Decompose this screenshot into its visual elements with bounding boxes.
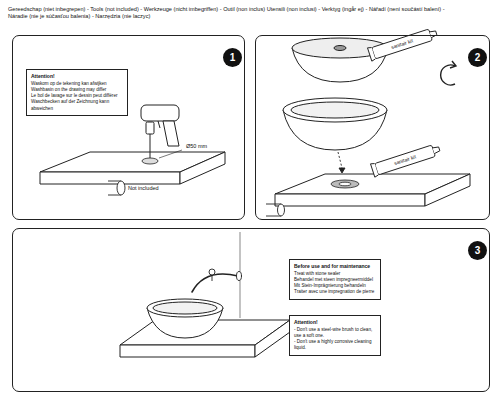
drill-tool <box>141 105 179 158</box>
washbasin <box>147 299 223 317</box>
box-text: Mit Stein-Imprägnierung behandeln <box>294 283 376 289</box>
sanitair-tube <box>433 146 441 154</box>
countertop-slab <box>40 152 225 184</box>
sanitair-tube <box>368 47 376 62</box>
faucet <box>192 274 238 292</box>
tap-knob <box>209 269 215 281</box>
drill-tool <box>158 121 160 128</box>
box-text: Le bol de lavage sur le dessin peut diff… <box>31 93 123 99</box>
step-panel: Before use and for maintenanceTreat with… <box>12 228 490 392</box>
drain-ring <box>331 180 359 188</box>
rotation-arrow <box>441 65 455 85</box>
countertop-slab <box>120 345 255 357</box>
box-text: Washbasin on the drawing may differ <box>31 87 123 93</box>
attention-box: Attention!Waskom op de tekening kan afwi… <box>26 69 128 116</box>
step-number: 2 <box>468 48 487 67</box>
box-heading: Before use and for maintenance <box>294 263 376 270</box>
box-text: Waskom op de tekening kan afwijken <box>31 81 123 87</box>
rotation-arrow <box>450 61 456 68</box>
countertop-slab <box>425 174 470 206</box>
maintenance-box: Before use and for maintenanceTreat with… <box>289 259 381 300</box>
step-panel: Attention!Waskom op de tekening kan afwi… <box>12 35 245 220</box>
sanitair-tube <box>371 142 442 177</box>
box-heading: Attention! <box>31 73 123 80</box>
countertop-slab <box>275 174 470 206</box>
washbasin <box>147 299 223 338</box>
sanitair-tube <box>371 163 379 178</box>
countertop-slab <box>275 194 425 206</box>
leader-line <box>159 150 182 158</box>
drill-tool <box>150 134 151 158</box>
drill-hole <box>142 158 158 164</box>
washbasin <box>283 98 387 150</box>
drain-ring <box>339 182 351 186</box>
drain-pipe <box>278 204 285 216</box>
mounting-arrow <box>339 168 345 173</box>
box-text: Behandel met steen impregneermiddel <box>294 277 376 283</box>
dimension-label: Ø50 mm <box>186 143 226 150</box>
sanitair-tube <box>368 26 439 61</box>
drain-pipe <box>266 204 285 216</box>
basin-lid <box>292 38 388 82</box>
rotation-arrow <box>441 61 456 85</box>
drill-tool <box>163 121 179 146</box>
washbasin <box>291 102 379 118</box>
countertop-slab <box>180 152 225 184</box>
tap-knob <box>212 275 213 281</box>
countertop-slab <box>255 320 290 357</box>
sanitair-tube <box>368 26 439 61</box>
drill-hole <box>142 158 158 164</box>
tools-header: Gereedschap (niet inbegrepen) - Tools (n… <box>8 6 448 21</box>
box-text: Waschbecken auf der Zeichnung kann abwei… <box>31 99 123 111</box>
step-number: 3 <box>468 241 487 260</box>
drill-tool <box>146 122 154 134</box>
box-text: - Don't use a highly corrosive cleaning … <box>294 339 376 351</box>
countertop-slab <box>40 172 180 184</box>
washbasin <box>153 302 217 314</box>
box-text: Treat with stone sealer <box>294 271 376 277</box>
attention-box: Attention!- Don't use a steel-wire brush… <box>289 315 381 356</box>
drain-pipe <box>117 181 125 195</box>
mounting-arrow <box>338 152 345 173</box>
step-number: 1 <box>223 48 242 67</box>
drain-pipe <box>108 181 125 195</box>
box-heading: Attention! <box>294 319 376 326</box>
note-label: Not included <box>128 185 168 192</box>
drill-tool <box>141 105 179 121</box>
sanitair-tube <box>375 145 436 175</box>
faucet <box>237 272 242 281</box>
tap-knob <box>209 269 215 275</box>
washbasin <box>283 98 387 122</box>
sanitair-tube <box>430 30 438 38</box>
mounting-arrow <box>338 152 342 168</box>
basin-lid <box>334 46 346 51</box>
faucet <box>192 272 242 293</box>
sanitair-tube <box>371 142 442 177</box>
sanitair-tube <box>372 29 433 59</box>
box-text: - Don't use a steel-wire brush to clean,… <box>294 327 376 339</box>
box-text: Traiter avec une impregnation de pierre <box>294 289 376 295</box>
step-panel: 2 <box>255 35 490 220</box>
leader-line <box>159 150 182 158</box>
drain-ring <box>331 180 359 188</box>
